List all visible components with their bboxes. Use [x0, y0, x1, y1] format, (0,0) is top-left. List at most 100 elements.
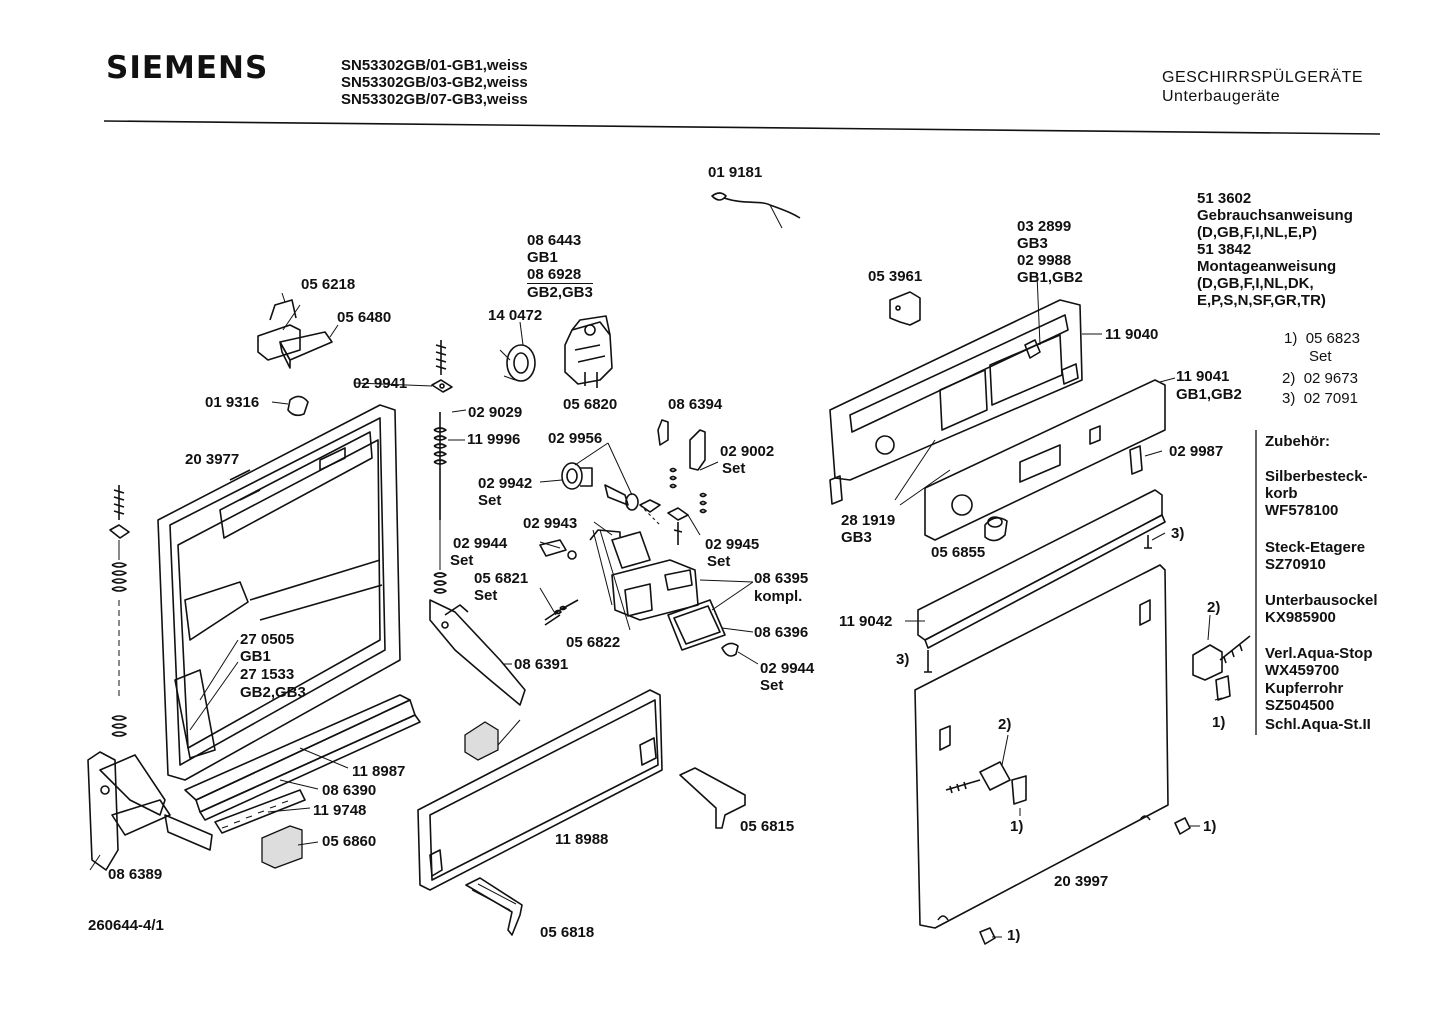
part-label: GB1	[240, 648, 271, 665]
part-label: 05 6860	[322, 833, 377, 850]
hinge-bracket-drawing	[429, 599, 526, 706]
header-rule	[103, 120, 1381, 135]
accessory-item: Schl.Aqua-St.II	[1265, 716, 1371, 733]
part-label: GB1,GB2	[1017, 269, 1083, 286]
part-label: Set	[707, 553, 731, 570]
part-label: 08 6391	[514, 656, 569, 673]
part-label: 02 9002	[720, 443, 775, 460]
accessory-code: WX459700	[1265, 662, 1340, 679]
power-cable-drawing	[711, 192, 801, 229]
door-hinge-drawing	[87, 751, 213, 871]
part-label: 02 9944	[453, 535, 508, 552]
part-label: 02 9987	[1169, 443, 1224, 460]
accessory-item: Silberbesteck- korb WF578100	[1265, 468, 1368, 519]
footnote-1-extra: Set	[1309, 348, 1332, 365]
accessory-name: Verl.Aqua-Stop	[1265, 645, 1373, 662]
part-label: 1)	[1010, 818, 1024, 835]
part-label: 08 6928	[527, 266, 582, 283]
footnote-1: 1) 05 6823	[1284, 330, 1360, 347]
part-label: 20 3997	[1054, 873, 1109, 890]
part-label: 11 8987	[352, 763, 406, 780]
part-label: Set	[450, 552, 474, 569]
part-label: 11 9748	[313, 802, 367, 819]
part-label: Set	[722, 460, 746, 477]
part-label: 2)	[1207, 599, 1221, 616]
model-line: SN53302GB/01-GB1,weiss	[341, 57, 528, 74]
footnote-mark: 3)	[1282, 390, 1296, 407]
part-label: 27 0505	[240, 631, 295, 648]
document-line: 51 3842	[1197, 241, 1252, 258]
accessory-item: Unterbausockel KX985900	[1265, 592, 1378, 626]
part-label: 1)	[1212, 714, 1226, 731]
part-label: 02 9941	[353, 375, 408, 392]
part-label: 05 3961	[868, 268, 923, 285]
drawing-number: 260644-4/1	[88, 917, 164, 934]
part-label: 05 6821	[474, 570, 529, 587]
accessory-code: SZ70910	[1265, 556, 1326, 573]
part-label: 28 1919	[841, 512, 896, 529]
part-label: GB2,GB3	[527, 283, 593, 301]
part-label: 08 6396	[754, 624, 809, 641]
base-panel-drawing	[417, 689, 746, 936]
part-label: 02 9942	[478, 475, 533, 492]
part-label: 08 6395	[754, 570, 809, 587]
outer-door-drawing	[914, 489, 1251, 945]
accessory-code: SZ504500	[1265, 697, 1335, 714]
footnote-mark: 2)	[1282, 370, 1296, 387]
accessory-code: KX985900	[1265, 609, 1336, 626]
part-label: 11 8988	[555, 831, 609, 848]
part-label: 3)	[1171, 525, 1185, 542]
footnote-part: 05 6823	[1305, 330, 1360, 347]
part-label: 08 6443	[527, 232, 582, 249]
part-label: Set	[760, 677, 784, 694]
part-label: 2)	[998, 716, 1012, 733]
control-parts-drawing	[539, 419, 739, 657]
part-label: 11 9042	[839, 613, 893, 630]
part-label: 1)	[1203, 818, 1217, 835]
accessories-title: Zubehör:	[1265, 433, 1330, 450]
control-panel-drawing	[829, 291, 1166, 542]
part-label: 02 9956	[548, 430, 603, 447]
model-list: SN53302GB/01-GB1,weiss SN53302GB/03-GB2,…	[341, 57, 528, 108]
document-line: Montageanweisung	[1197, 258, 1337, 275]
part-label: 05 6820	[563, 396, 618, 413]
part-label: 02 9943	[523, 515, 578, 532]
document-line: 51 3602	[1197, 190, 1252, 207]
accessory-item: Verl.Aqua-Stop WX459700	[1265, 645, 1373, 679]
part-label: 02 9029	[468, 404, 523, 421]
part-label: Set	[478, 492, 502, 509]
category-title: GESCHIRRSPÜLGERÄTE	[1162, 69, 1364, 86]
door-spring-drawing	[109, 412, 447, 737]
part-label: 05 6855	[931, 544, 986, 561]
accessory-item: Steck-Etagere SZ70910	[1265, 539, 1365, 573]
part-label: GB2,GB3	[240, 684, 306, 701]
part-label: 05 6218	[301, 276, 356, 293]
part-label: 05 6818	[540, 924, 595, 941]
footnote-part: 02 9673	[1303, 370, 1358, 387]
part-label: 3)	[896, 651, 910, 668]
model-line: SN53302GB/03-GB2,weiss	[341, 74, 528, 91]
part-label: 11 9040	[1105, 326, 1159, 343]
part-label: 01 9181	[708, 164, 763, 181]
model-line: SN53302GB/07-GB3,weiss	[341, 91, 528, 108]
footnote-mark: 1)	[1284, 330, 1298, 347]
screw-and-clip-drawing	[271, 340, 453, 417]
footnote-part: 02 7091	[1303, 390, 1358, 407]
part-label: 1)	[1007, 927, 1021, 944]
part-label: 11 9996	[467, 431, 521, 448]
part-label: Set	[474, 587, 498, 604]
accessory-name: Silberbesteck-	[1265, 468, 1368, 485]
leader-lines	[189, 274, 1223, 938]
part-label: 20 3977	[185, 451, 240, 468]
door-latch-drawing	[257, 292, 339, 369]
documents-block: 51 3602 Gebrauchsanweisung (D,GB,F,I,NL,…	[1197, 190, 1353, 309]
part-label: 01 9316	[205, 394, 260, 411]
document-line: (D,GB,F,I,NL,DK,	[1197, 275, 1314, 292]
accessory-name: Unterbausockel	[1265, 592, 1378, 609]
accessory-name: Schl.Aqua-St.II	[1265, 716, 1371, 733]
part-label: 08 6394	[668, 396, 723, 413]
part-label: 02 9945	[705, 536, 760, 553]
inner-door-drawing	[157, 404, 401, 781]
footnote-2: 2) 02 9673	[1282, 370, 1358, 387]
category-subtitle: Unterbaugeräte	[1162, 88, 1281, 105]
